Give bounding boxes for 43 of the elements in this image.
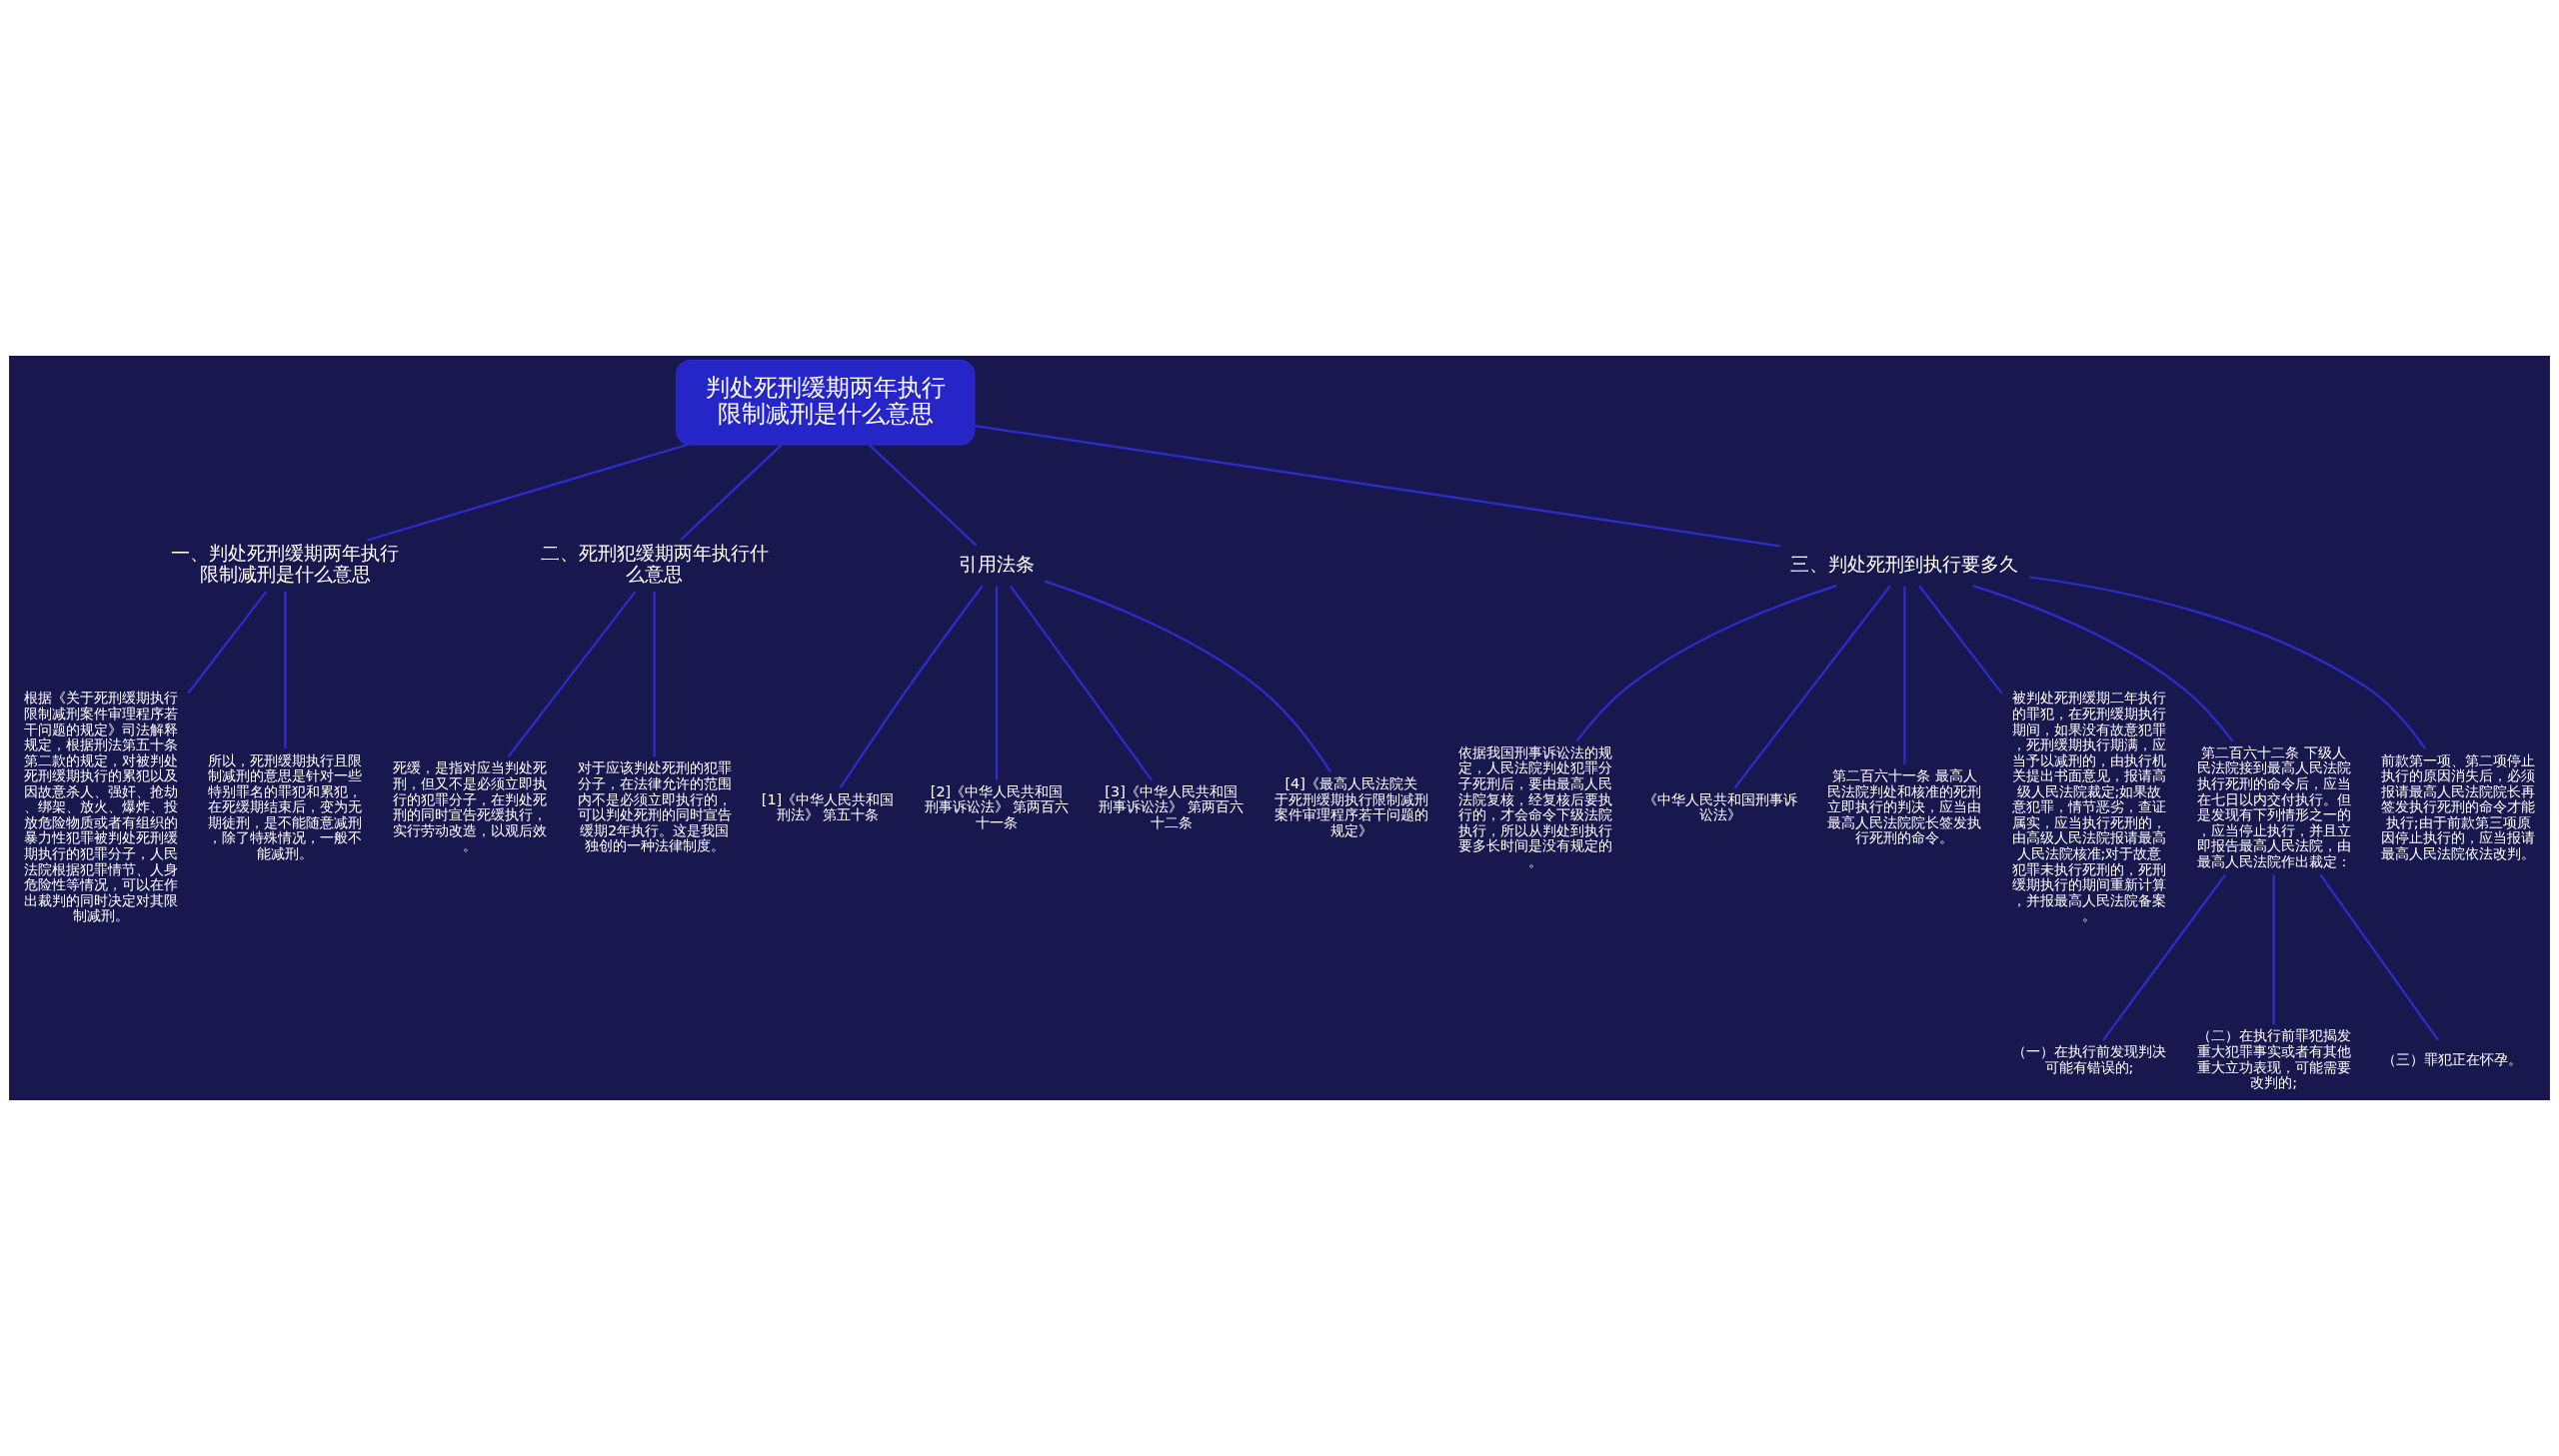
node-text: 第二百六十二条 下级人民法院接到最高人民法院执行死刑的命令后，应当在七日以内交付执行。但是发现有下列情形之一的，应当停止执行，并且立即报告最高人民法院，由最高人民法院作出裁定： [2196, 743, 2351, 869]
connector [1918, 585, 2003, 695]
connector [367, 443, 688, 542]
connector [2102, 873, 2227, 1041]
connector [2272, 874, 2275, 1025]
connector [995, 586, 999, 780]
connector [680, 444, 783, 542]
connector [1575, 585, 1837, 742]
connector [653, 592, 656, 757]
node-text: 《中华人民共和国刑事诉讼法》 [1642, 790, 1797, 823]
node-text: 第二百六十一条 最高人民法院判处和核准的死刑立即执行的判决，应当由最高人民法院院长签发执行死刑的命令。 [1827, 767, 1982, 846]
node-text: 前款第一项、第二项停止执行的原因消失后，必须报请最高人民法院院长再签发执行死刑的命令才能执行;由于前款第三项原因停止执行的，应当报请最高人民法院依法改判。 [2381, 751, 2536, 862]
node-text: 被判处死刑缓期二年执行的罪犯，在死刑缓期执行期间，如果没有故意犯罪，死刑缓期执行期满，应当予以减刑的，由执行机关提出书面意见，报请高级人民法院裁定;如果故意犯罪，情节恶劣，查证属实，应当执行死刑的，由高级人民法院报请最高人民法院核准;对于故意犯罪未执行死刑的，死刑缓期执行的期间重新计算，并报最高人民法院备案。 [2012, 690, 2167, 924]
node-text: 二、死刑犯缓期两年执行什么意思 [540, 542, 769, 586]
node-text: 三、判处死刑到执行要多久 [1790, 552, 2019, 575]
node-text: [2]《中华人民共和国刑事诉讼法》 第两百六十一条 [924, 782, 1070, 830]
connector [1903, 586, 1906, 764]
connector [1733, 585, 1891, 789]
node-text: 死缓，是指对应当判处死刑，但又不是必须立即执行的犯罪分子，在判处死刑的同时宣告死缓执行，实行劳动改造，以观后效。 [392, 759, 547, 854]
connector [2028, 576, 2427, 750]
connector [869, 444, 978, 547]
connector [839, 585, 984, 788]
node-text: （一）在执行前发现判决可能有错误的; [2012, 1042, 2167, 1075]
node-text: 一、判处死刑缓期两年执行限制减刑是什么意思 [171, 542, 400, 586]
node-box: 判处死刑缓期两年执行限制减刑是什么意思 [676, 359, 976, 446]
node-text: 所以，死刑缓期执行且限制减刑的意思是针对一些特别罪名的罪犯和累犯，在死缓期结束后，变为无期徒刑，是不能随意减刑，除了特殊情况，一般不能减刑。 [208, 751, 363, 862]
node-text: [4]《最高人民法院关于死刑缓期执行限制减刑案件审理程序若干问题的规定》 [1274, 774, 1428, 838]
connector [1972, 585, 2234, 742]
node-text: 根据《关于死刑缓期执行限制减刑案件审理程序若干问题的规定》司法解释规定，根据刑法第五十条第二款的规定，对被判处死刑缓期执行的累犯以及因故意杀人、强奸、抢劫、绑架、放火、爆炸、投放危险物质或者有组织的暴力性犯罪被判处死刑缓期执行的犯罪分子，人民法院根据犯罪情节、人身危险性等情况，可以在作出裁判的同时决定对其限制减刑。 [23, 690, 178, 924]
connector [1010, 585, 1153, 781]
node-text: 对于应该判处死刑的犯罪分子，在法律允许的范围内不是必须立即执行的，可以判处死刑的同时宣告缓期2年执行。这是我国独创的一种法律制度。 [577, 759, 732, 854]
connector [1044, 580, 1332, 773]
node-text: 引用法条 [959, 552, 1036, 575]
connector [187, 591, 268, 695]
connector [2319, 873, 2439, 1041]
node-text: 依据我国刑事诉讼法的规定，人民法院判处犯罪分子死刑后，要由最高人民法院复核，经复核后要执行的，才会命令下级法院执行，所以从判处到执行要多长时间是没有规定的。 [1458, 743, 1613, 869]
node-text: （二）在执行前罪犯揭发重大犯罪事实或者有其他重大立功表现，可能需要改判的; [2196, 1027, 2351, 1091]
node-text: （三）罪犯正在怀孕。 [2381, 1050, 2522, 1067]
connector [507, 591, 637, 758]
node-text: [1]《中华人民共和国刑法》 第五十条 [761, 790, 895, 823]
connector [284, 592, 287, 749]
node-text: [3]《中华人民共和国刑事诉讼法》 第两百六十二条 [1099, 782, 1244, 830]
connector [974, 425, 1780, 548]
